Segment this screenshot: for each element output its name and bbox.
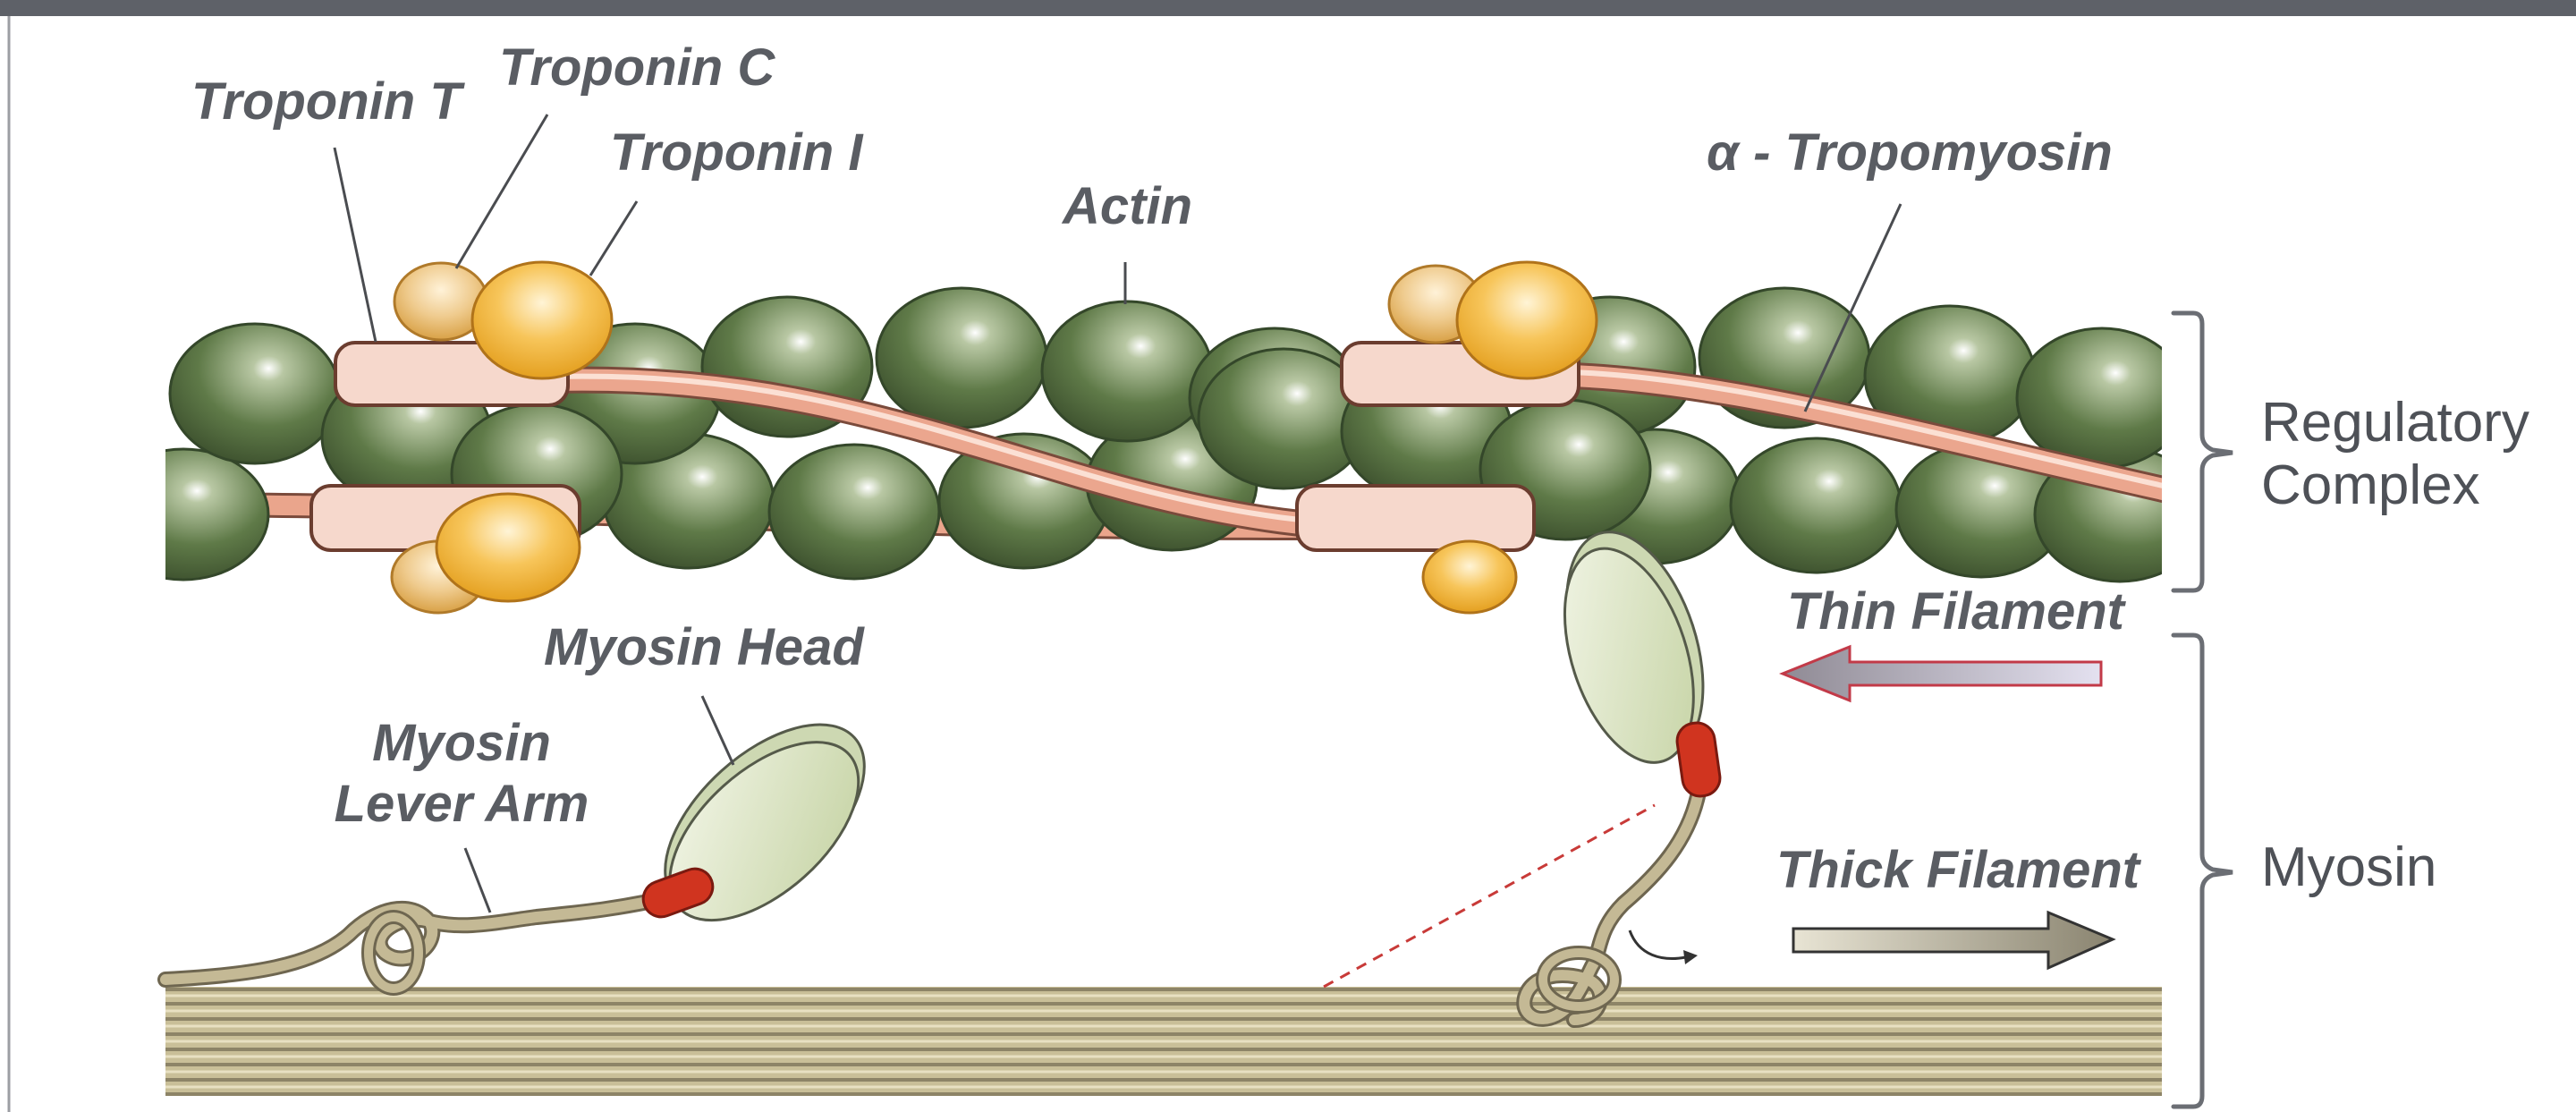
- thin-filament: [98, 262, 2236, 613]
- thin-filament-arrow: [1783, 647, 2101, 700]
- label-myosin-lever-arm-line1: Myosin: [372, 714, 551, 772]
- label-myosin-lever-arm-line2: Lever Arm: [335, 775, 589, 833]
- label-myosin-head: Myosin Head: [544, 618, 865, 676]
- bracket-regulatory: [2174, 313, 2233, 590]
- thick-filament-arrow: [1793, 913, 2113, 968]
- rotation-arrow: [1630, 930, 1686, 958]
- label-troponin-t: Troponin T: [191, 72, 465, 131]
- lever-red-right: [1674, 720, 1722, 798]
- label-actin: Actin: [1061, 177, 1192, 235]
- label-troponin-c: Troponin C: [499, 38, 775, 97]
- myosin-right: [1324, 514, 1730, 1020]
- bracket-myosin: [2174, 635, 2233, 1107]
- label-tropomyosin: α - Tropomyosin: [1707, 123, 2113, 182]
- top-bar: [0, 0, 2576, 16]
- label-troponin-i: Troponin I: [610, 123, 864, 182]
- label-regulatory-line2: Complex: [2261, 454, 2480, 516]
- label-thick-filament: Thick Filament: [1776, 841, 2142, 899]
- label-thin-filament: Thin Filament: [1787, 582, 2127, 641]
- label-regulatory-line1: Regulatory: [2261, 392, 2529, 454]
- label-myosin: Myosin: [2261, 836, 2436, 898]
- thick-filament-bundle: [165, 987, 2162, 1096]
